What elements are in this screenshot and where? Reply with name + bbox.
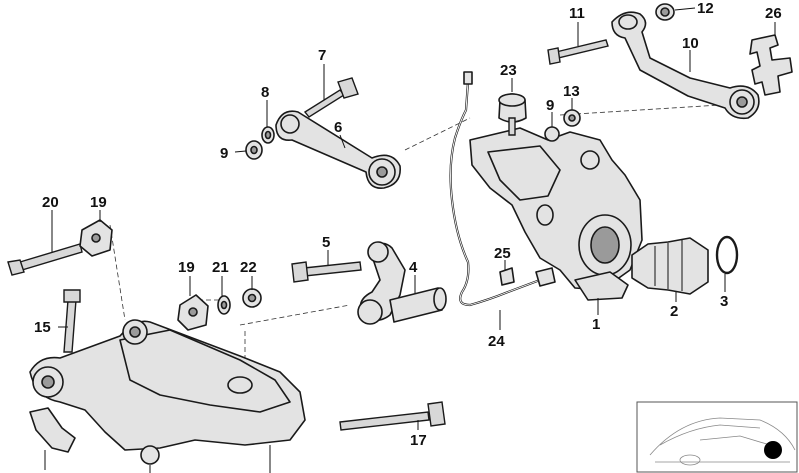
callout-15: 15 bbox=[34, 319, 51, 336]
callout-2: 2 bbox=[670, 303, 678, 320]
part-26-clip-bracket bbox=[749, 22, 793, 96]
part-24-sensor-cable bbox=[449, 71, 556, 330]
part-13-bushing bbox=[563, 98, 581, 127]
part-25-clip bbox=[499, 260, 515, 286]
part-23-rubber-mount bbox=[498, 78, 527, 136]
callout-6: 6 bbox=[334, 119, 342, 136]
part-15-bolt bbox=[58, 289, 81, 353]
callout-24: 24 bbox=[488, 333, 505, 350]
part-4-link-sleeve bbox=[357, 241, 447, 325]
lower-control-arm bbox=[29, 319, 306, 473]
part-7-bolt bbox=[303, 64, 359, 118]
part-19-bracket-upper bbox=[79, 210, 113, 257]
callout-1: 1 bbox=[592, 316, 600, 333]
callout-5: 5 bbox=[322, 234, 330, 251]
part-17-bolt bbox=[339, 401, 446, 431]
callout-22: 22 bbox=[240, 259, 257, 276]
location-marker-icon bbox=[764, 441, 782, 459]
part-12-bushing bbox=[655, 3, 696, 21]
part-9-bushing-right bbox=[544, 112, 560, 142]
callout-19-upper: 19 bbox=[90, 194, 107, 211]
part-5-bolt bbox=[291, 250, 362, 283]
callout-9-left: 9 bbox=[220, 145, 228, 162]
callout-11: 11 bbox=[569, 5, 585, 22]
callout-23: 23 bbox=[500, 62, 517, 79]
part-2-cv-joint bbox=[631, 237, 709, 302]
part-22-bushing bbox=[242, 276, 262, 308]
callout-9-right: 9 bbox=[546, 97, 554, 114]
callout-25: 25 bbox=[494, 245, 511, 262]
part-11-bolt bbox=[547, 22, 609, 65]
callout-20: 20 bbox=[42, 194, 59, 211]
vehicle-locator-thumbnail bbox=[636, 401, 798, 473]
callout-19-lower: 19 bbox=[178, 259, 195, 276]
callout-7: 7 bbox=[318, 47, 326, 64]
callout-labels: 1 2 3 4 5 6 7 8 9 9 10 11 12 13 15 17 19… bbox=[34, 0, 782, 449]
callout-12: 12 bbox=[697, 0, 714, 17]
part-21-washer bbox=[217, 276, 231, 315]
part-1-wheel-carrier bbox=[469, 127, 643, 315]
part-6-toe-link bbox=[275, 110, 401, 189]
part-10-upper-control-arm bbox=[611, 11, 760, 120]
callout-3: 3 bbox=[720, 293, 728, 310]
part-20-bolt bbox=[7, 210, 83, 276]
callout-21: 21 bbox=[212, 259, 229, 276]
part-8-washer bbox=[261, 100, 275, 144]
callout-17: 17 bbox=[410, 432, 427, 449]
callout-10: 10 bbox=[682, 35, 699, 52]
part-19-bracket-lower bbox=[177, 276, 209, 331]
callout-13: 13 bbox=[563, 83, 580, 100]
callout-26: 26 bbox=[765, 5, 782, 22]
part-3-snap-ring bbox=[715, 235, 739, 292]
callout-4: 4 bbox=[409, 259, 418, 276]
part-9-bushing-left bbox=[234, 140, 263, 160]
callout-8: 8 bbox=[261, 84, 269, 101]
